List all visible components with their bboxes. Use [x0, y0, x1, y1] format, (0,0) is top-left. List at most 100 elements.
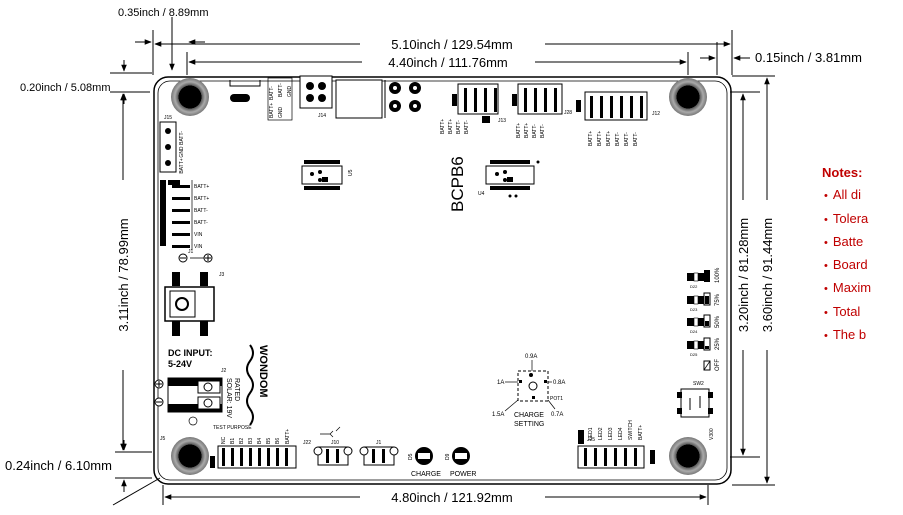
dim-left-height: 3.11inch / 78.99mm: [116, 218, 131, 331]
svg-text:BATT+: BATT+: [194, 196, 209, 202]
svg-text:VIN: VIN: [194, 232, 203, 238]
dim-board-width: 5.10inch / 129.54mm: [391, 37, 512, 52]
dim-hole-spacing-x: 4.40inch / 111.76mm: [388, 55, 507, 70]
connector-j15: J15 BATT- GND BATT+: [159, 115, 185, 174]
svg-text:B2: B2: [239, 438, 245, 444]
svg-text:CHARGE: CHARGE: [514, 412, 544, 419]
svg-text:TEST PURPOSE: TEST PURPOSE: [213, 425, 252, 431]
dim-hole-spacing-y: 3.20inch / 81.28mm: [736, 218, 751, 332]
svg-text:J5: J5: [160, 436, 166, 442]
connector-j11: J1: [359, 440, 399, 466]
led-header-j25: J25 LED1 LED2 LED3 LED4 SWITCH BATT+: [577, 420, 655, 469]
svg-text:J14: J14: [318, 113, 326, 119]
svg-text:BATT-: BATT-: [624, 132, 630, 146]
svg-text:V300: V300: [709, 428, 715, 440]
connector-j12: J12 BATT+ BATT+ BATT+ BATT- BATT- BATT-: [576, 91, 660, 146]
dim-bottom-hole: 0.24inch / 6.10mm: [5, 458, 112, 473]
svg-text:D23: D23: [690, 307, 698, 312]
note-item: Tolera: [822, 208, 903, 231]
svg-text:B4: B4: [257, 438, 263, 444]
connector-battery-left: BATT+ BATT+ BATT- BATT- VIN VIN J1: [160, 180, 213, 263]
svg-text:0.9A: 0.9A: [525, 354, 537, 360]
switch-sw2: SW2 V300: [677, 381, 715, 440]
pcb-outline: [153, 76, 732, 485]
notes-title: Notes:: [822, 165, 863, 180]
test-header-j22: TEST PURPOSE J5 NC B1 B2 B3 B4 B5 B6 BAT…: [160, 416, 311, 469]
svg-text:J28: J28: [564, 110, 572, 116]
svg-text:J2: J2: [221, 368, 227, 374]
charge-setting-pot: 0.9A 1A 0.8A POT1 1.5A 0.7A CHARGE SETTI…: [492, 354, 565, 428]
svg-text:D9: D9: [445, 453, 451, 460]
svg-text:0.8A: 0.8A: [553, 380, 565, 386]
svg-text:GND: GND: [287, 86, 293, 98]
mounting-holes: [171, 78, 707, 475]
svg-text:B6: B6: [275, 438, 281, 444]
svg-text:LED2: LED2: [598, 427, 604, 440]
svg-text:75%: 75%: [715, 293, 721, 306]
svg-text:U4: U4: [478, 191, 485, 197]
svg-text:GND: GND: [179, 146, 185, 158]
wondom-logo: WONDOM: [246, 344, 269, 426]
svg-text:WONDOM: WONDOM: [257, 345, 269, 398]
chip-u4: U4: [478, 160, 540, 198]
solar-label: SOLAR: 19V: [225, 378, 232, 418]
svg-text:100%: 100%: [715, 267, 721, 283]
svg-text:BATT-: BATT-: [456, 120, 462, 134]
svg-text:BATT+: BATT+: [588, 131, 594, 146]
svg-text:SWITCH: SWITCH: [628, 420, 634, 440]
note-item: Maxim: [822, 277, 903, 300]
svg-text:BATT+: BATT+: [516, 123, 522, 138]
svg-text:D22: D22: [690, 284, 698, 289]
chip-u5: U5: [301, 160, 354, 190]
svg-text:J10: J10: [331, 440, 339, 446]
dc-input-voltage: 5-24V: [168, 359, 192, 369]
notes-panel: Notes: All di Tolera Batte Board Maxim T…: [822, 162, 903, 347]
svg-text:BATT-: BATT-: [464, 120, 470, 134]
connector-j10: J10: [313, 426, 353, 466]
svg-text:BATT+: BATT+: [269, 103, 275, 118]
mounting-hole-top-left: [171, 78, 209, 116]
svg-text:J22: J22: [303, 440, 311, 446]
svg-text:J12: J12: [652, 111, 660, 117]
dim-right-margin: 0.15inch / 3.81mm: [755, 50, 862, 65]
svg-text:BATT-: BATT-: [278, 83, 284, 97]
note-item: Total: [822, 301, 903, 324]
dim-board-height: 3.60inch / 91.44mm: [760, 218, 775, 332]
power-led: POWER D9: [445, 447, 476, 478]
svg-text:B3: B3: [248, 438, 254, 444]
svg-text:J1: J1: [188, 249, 194, 255]
svg-text:GND: GND: [278, 107, 284, 119]
svg-text:D5: D5: [408, 453, 414, 460]
svg-text:BATT-: BATT-: [532, 124, 538, 138]
model-label: BCPB6: [448, 156, 467, 212]
svg-text:50%: 50%: [715, 315, 721, 328]
svg-text:U5: U5: [348, 169, 354, 176]
svg-text:NC: NC: [221, 436, 227, 444]
svg-text:BATT+: BATT+: [440, 119, 446, 134]
svg-text:BATT+: BATT+: [194, 184, 209, 190]
slot-marker: [230, 94, 250, 102]
svg-text:BATT-: BATT-: [633, 132, 639, 146]
mounting-hole-bottom-right: [669, 437, 707, 475]
mounting-hole-bottom-left: [171, 437, 209, 475]
svg-text:J3: J3: [219, 272, 225, 278]
connector-j14: BATT+ GND BATT- BATT- GND J14: [267, 75, 421, 121]
note-item: All di: [822, 184, 903, 207]
svg-text:POWER: POWER: [450, 471, 476, 478]
charge-led: CHARGE D5: [408, 447, 441, 478]
dimension-lines: [110, 17, 775, 506]
svg-text:1.5A: 1.5A: [492, 412, 504, 418]
svg-text:J15: J15: [164, 115, 172, 121]
mounting-hole-top-right: [669, 78, 707, 116]
svg-text:0.7A: 0.7A: [551, 412, 563, 418]
connector-j13: J13 BATT+ BATT+ BATT- BATT-: [440, 83, 506, 134]
svg-text:SW2: SW2: [693, 381, 704, 387]
svg-text:BATT-: BATT-: [269, 86, 275, 100]
dc-jack-j3: J3 DC INPUT: 5-24V: [164, 272, 225, 369]
solar-rated: RATED: [233, 378, 240, 401]
svg-text:25%: 25%: [715, 337, 721, 350]
svg-text:VIN: VIN: [194, 244, 203, 250]
dim-top-margin: 0.20inch / 5.08mm: [20, 82, 111, 94]
svg-text:BATT+: BATT+: [179, 158, 185, 173]
svg-text:1A: 1A: [497, 380, 504, 386]
